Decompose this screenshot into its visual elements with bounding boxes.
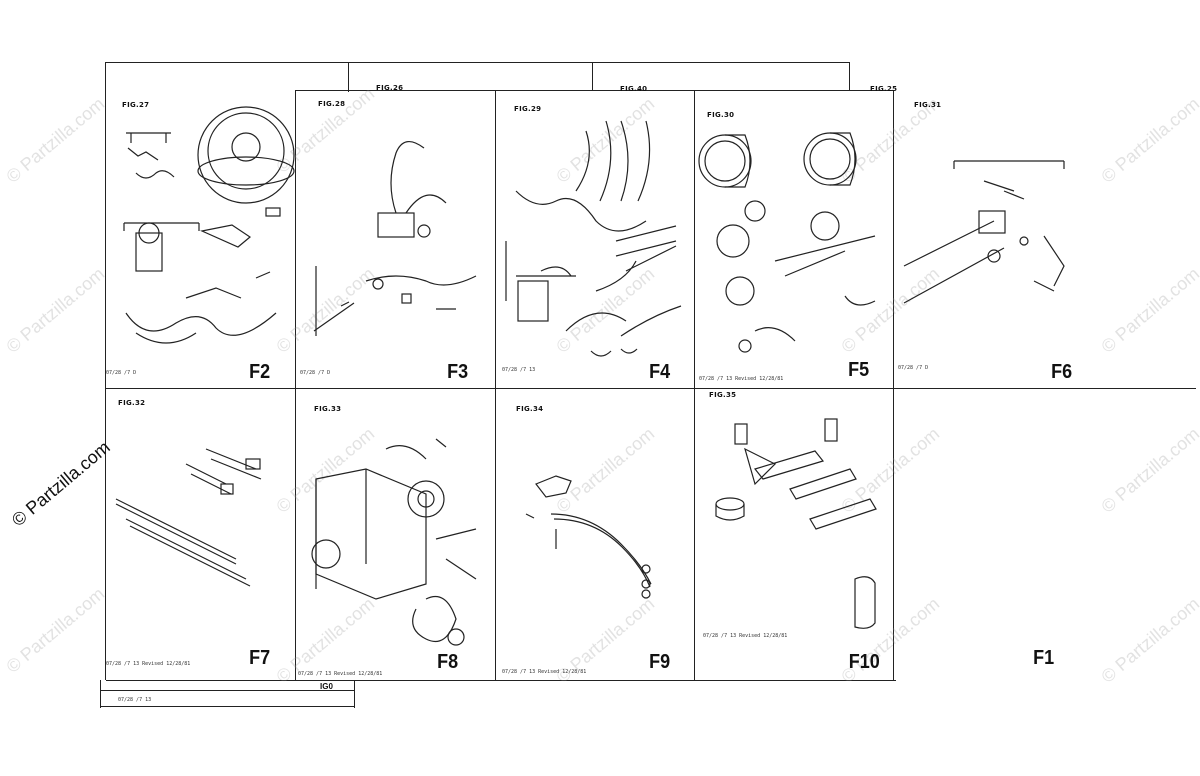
fig-footnote: 07/28 /7 13 Revised 12/28/81	[703, 633, 788, 639]
gauges-drawing	[698, 132, 876, 353]
sheet-code: F2	[249, 361, 271, 383]
top-tick-a	[348, 62, 349, 92]
frame-middle-rule	[106, 388, 1196, 389]
fig-footnote: 07/28 /7 D	[106, 370, 137, 376]
index-left-rule	[100, 680, 101, 708]
fig-footnote: 07/28 /7 13 Revised 12/28/81	[699, 376, 784, 382]
top-fig-label-b: FIG.40	[620, 85, 648, 93]
panel-fig34: FIG.34 07/28 /7 13 Revised 12/28/81 F9	[496, 389, 694, 680]
watermark: © Partzilla.com	[1097, 93, 1200, 187]
ignition-coil-drawing	[313, 141, 477, 336]
frame-bottom-rule	[106, 680, 896, 681]
sheet-code: F3	[447, 361, 469, 383]
watermark: © Partzilla.com	[2, 93, 109, 187]
panel-fig32: FIG.32 07/28 /7 13 Revised 12/28/81 F7	[106, 389, 295, 680]
index-bottom-rule	[100, 706, 355, 707]
index-top-rule	[100, 690, 355, 691]
top-fig-label-a: FIG.26	[376, 84, 404, 92]
steering-link-drawing	[525, 475, 652, 599]
service-kit-drawing	[715, 418, 877, 629]
watermark: © Partzilla.com	[1097, 423, 1200, 517]
panel-empty: F1	[894, 389, 1092, 680]
fig-label: FIG.29	[514, 105, 542, 113]
sheet-code: F5	[848, 359, 870, 381]
cable-set-drawing	[115, 448, 262, 587]
fig-label: FIG.31	[914, 101, 942, 109]
top-fig-label-c: FIG.25	[870, 85, 898, 93]
panel-fig29: FIG.29 07/28 /7 13 F4	[496, 91, 694, 388]
fig-footnote: 07/28 /7 13	[502, 367, 536, 373]
frame-top-rule	[105, 62, 850, 63]
index-right-rule	[354, 680, 355, 708]
panel-fig33: FIG.33 07/28 /7 13 Revised 12/28/81 F8	[296, 389, 495, 680]
ignition-flywheel-drawing	[123, 106, 295, 344]
fig-label: FIG.27	[122, 101, 150, 109]
index-footnote: 07/28 /7 13	[118, 697, 152, 703]
top-tick-c	[849, 62, 850, 90]
fig-footnote: 07/28 /7 D	[898, 365, 929, 371]
top-strip	[296, 90, 894, 91]
fig-footnote: 07/28 /7 13 Revised 12/28/81	[298, 671, 383, 677]
panel-fig31: FIG.31 07/28 /7 D F6	[894, 91, 1092, 388]
sheet-code: F4	[649, 361, 671, 383]
sheet-code: F1	[1033, 647, 1055, 669]
sheet-code: F6	[1051, 361, 1073, 383]
watermark-prominent: © Partzilla.com	[8, 437, 114, 531]
panel-fig28: FIG.28 07/28 /7 D F3	[296, 91, 495, 388]
fig-footnote: 07/28 /7 13 Revised 12/28/81	[106, 661, 191, 667]
divider-1	[295, 90, 296, 680]
divider-3	[694, 90, 695, 680]
fig-label: FIG.34	[516, 405, 544, 413]
fig-label: FIG.30	[707, 111, 735, 119]
panel-fig35: FIG.35 07/28 /7 13 Revised 12/28/81 F10	[695, 389, 893, 680]
fig-label: FIG.32	[118, 399, 146, 407]
watermark: © Partzilla.com	[1097, 593, 1200, 687]
sheet-code: F7	[249, 647, 271, 669]
divider-2	[495, 90, 496, 680]
top-tick-b	[592, 62, 593, 90]
panel-fig27: FIG.27 07/28 /7 D F2	[106, 63, 295, 388]
frame-left-rule	[105, 62, 106, 680]
divider-4	[893, 90, 894, 680]
fig-label: FIG.28	[318, 100, 346, 108]
sheet-code: F10	[848, 651, 880, 673]
fig-footnote: 07/28 /7 D	[300, 370, 331, 376]
watermark: © Partzilla.com	[2, 263, 109, 357]
fig-label: FIG.33	[314, 405, 342, 413]
fig-footnote: 07/28 /7 13 Revised 12/28/81	[502, 669, 587, 675]
panel-fig30: FIG.30 07/28 /7 13 Revised 12/28/81 F5	[695, 91, 893, 388]
index-code: IG0	[320, 682, 333, 691]
sheet-code: F9	[649, 651, 671, 673]
wiring-harness-drawing	[505, 120, 682, 357]
remote-control-box-drawing	[311, 438, 477, 646]
watermark: © Partzilla.com	[1097, 263, 1200, 357]
fig-label: FIG.35	[709, 391, 737, 399]
index-strip: IG0 07/28 /7 13	[100, 680, 355, 708]
throttle-linkage-drawing	[903, 160, 1065, 304]
sheet-code: F8	[437, 651, 459, 673]
watermark: © Partzilla.com	[2, 583, 109, 677]
